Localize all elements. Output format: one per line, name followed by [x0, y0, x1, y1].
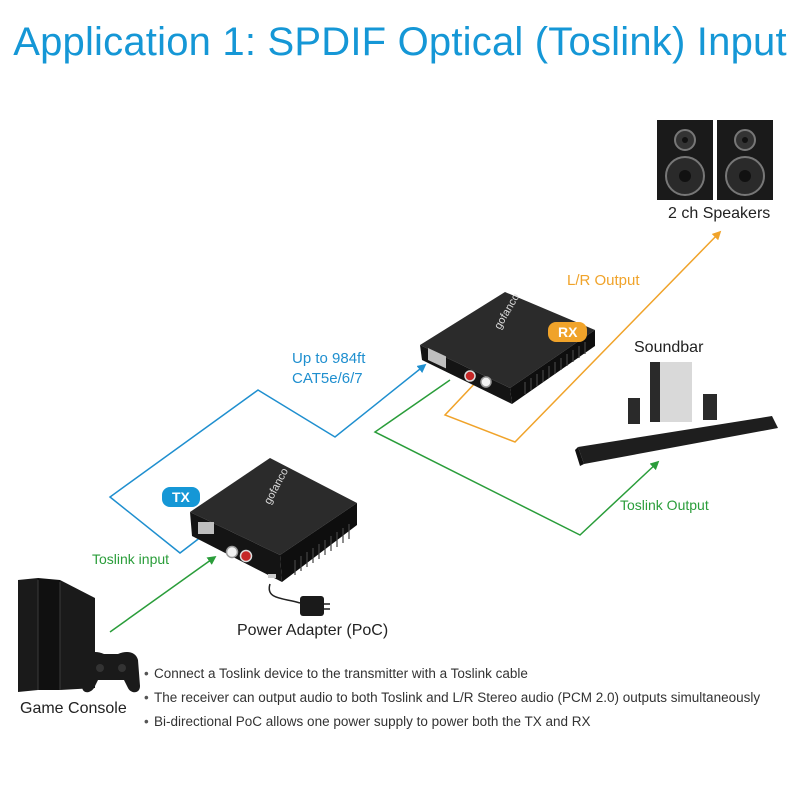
- speakers-label: 2 ch Speakers: [668, 205, 771, 222]
- toslink-input-label: Toslink input: [92, 551, 170, 567]
- feature-list: •Connect a Toslink device to the transmi…: [144, 662, 794, 734]
- cat-cable-line: [108, 363, 427, 554]
- lr-output-line: [443, 230, 722, 443]
- power-adapter-label: Power Adapter (PoC): [237, 622, 389, 639]
- list-item-text: The receiver can output audio to both To…: [154, 690, 761, 705]
- power-adapter: [268, 583, 330, 616]
- list-item: •Connect a Toslink device to the transmi…: [144, 666, 528, 681]
- cable-length-label: Up to 984ft: [292, 350, 366, 367]
- list-item: •The receiver can output audio to both T…: [144, 690, 761, 705]
- speakers-icon: [657, 120, 773, 200]
- game-console-icon: [18, 578, 140, 693]
- toslink-input-line: [109, 555, 217, 633]
- toslink-output-line: [373, 379, 660, 536]
- list-item: •Bi-directional PoC allows one power sup…: [144, 714, 591, 729]
- soundbar-icon: [575, 362, 778, 466]
- toslink-output-label: Toslink Output: [620, 497, 709, 513]
- list-item-text: Connect a Toslink device to the transmit…: [154, 666, 528, 681]
- cable-type-label: CAT5e/6/7: [292, 370, 363, 387]
- page-title: Application 1: SPDIF Optical (Toslink) I…: [13, 20, 787, 64]
- rx-badge: RX: [548, 322, 588, 342]
- lr-output-label: L/R Output: [567, 272, 640, 289]
- list-item-text: Bi-directional PoC allows one power supp…: [154, 714, 591, 729]
- soundbar-label: Soundbar: [634, 339, 704, 356]
- game-console-label: Game Console: [20, 700, 127, 717]
- rx-receiver: [420, 292, 595, 404]
- tx-transmitter: [190, 458, 357, 582]
- tx-badge: TX: [162, 487, 200, 507]
